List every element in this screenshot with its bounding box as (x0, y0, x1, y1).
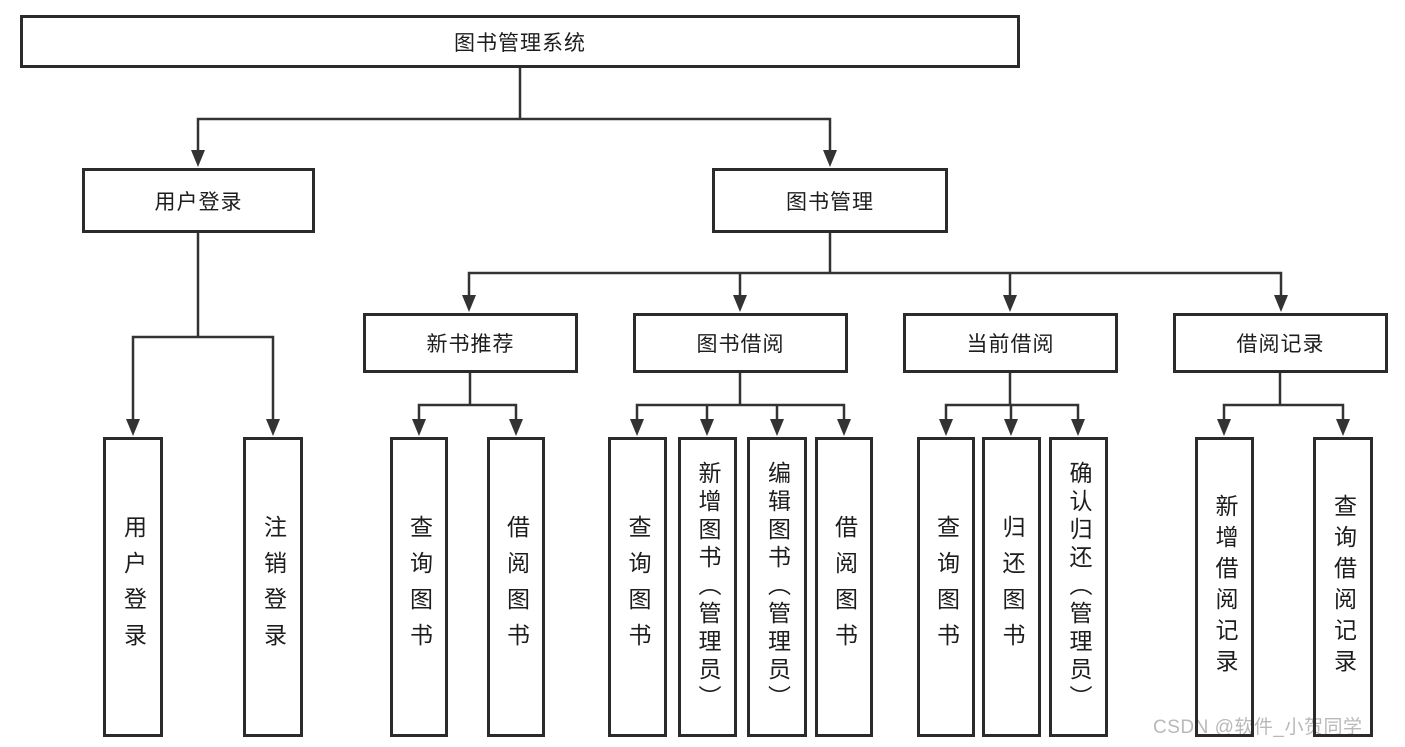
connector-borrow-to-leaves (635, 373, 846, 421)
leaf-current-confirm-return-label: 确认归还（管理员） (1066, 461, 1092, 713)
leaf-borrow-borrow-book: 借阅图书 (815, 437, 873, 737)
leaf-borrow-borrow-book-label: 借阅图书 (831, 515, 858, 659)
connector-current-to-leaves (944, 373, 1080, 421)
node-new-book-recommend: 新书推荐 (363, 313, 578, 373)
connector-newbook-to-leaves (417, 373, 518, 421)
leaf-borrow-edit-book: 编辑图书（管理员） (747, 437, 807, 737)
node-current-borrow: 当前借阅 (903, 313, 1118, 373)
node-book-management: 图书管理 (712, 168, 948, 233)
leaf-user-login: 用户登录 (103, 437, 163, 737)
leaf-records-add: 新增借阅记录 (1195, 437, 1254, 737)
arrowheads (126, 150, 1350, 436)
node-book-borrow: 图书借阅 (633, 313, 848, 373)
connector-records-to-leaves (1222, 373, 1345, 421)
node-user-login-label: 用户登录 (154, 190, 243, 214)
leaf-records-query: 查询借阅记录 (1313, 437, 1373, 737)
node-current-borrow-label: 当前借阅 (966, 333, 1055, 356)
leaf-logout: 注销登录 (243, 437, 303, 737)
leaf-user-login-label: 用户登录 (120, 515, 147, 659)
leaf-current-return-label: 归还图书 (999, 515, 1025, 659)
leaf-newbook-borrow: 借阅图书 (487, 437, 545, 737)
node-new-book-recommend-label: 新书推荐 (426, 333, 515, 356)
csdn-watermark: CSDN @软件_小贺同学 (1153, 717, 1363, 738)
node-book-borrow-label: 图书借阅 (696, 333, 785, 356)
leaf-records-query-label: 查询借阅记录 (1330, 494, 1357, 680)
leaf-newbook-query-label: 查询图书 (406, 515, 433, 659)
node-root-label: 图书管理系统 (454, 31, 586, 55)
leaf-borrow-query-label: 查询图书 (625, 515, 651, 659)
node-borrow-records: 借阅记录 (1173, 313, 1388, 373)
leaf-borrow-query: 查询图书 (608, 437, 667, 737)
connector-root-to-level2 (196, 68, 832, 152)
leaf-logout-label: 注销登录 (260, 515, 287, 659)
node-user-login: 用户登录 (82, 168, 315, 233)
leaf-borrow-add-book-label: 新增图书（管理员） (695, 461, 721, 713)
node-root: 图书管理系统 (20, 15, 1020, 68)
leaf-current-query: 查询图书 (917, 437, 975, 737)
leaf-current-return: 归还图书 (982, 437, 1041, 737)
connector-userlogin-to-leaves (131, 233, 275, 421)
leaf-current-query-label: 查询图书 (933, 515, 960, 659)
leaf-borrow-edit-book-label: 编辑图书（管理员） (764, 461, 791, 713)
connector-bookmgmt-to-level3 (467, 233, 1283, 298)
leaf-current-confirm-return: 确认归还（管理员） (1049, 437, 1108, 737)
leaf-borrow-add-book: 新增图书（管理员） (678, 437, 737, 737)
leaf-newbook-query: 查询图书 (390, 437, 448, 737)
node-borrow-records-label: 借阅记录 (1236, 333, 1325, 356)
leaf-newbook-borrow-label: 借阅图书 (503, 515, 530, 659)
node-book-management-label: 图书管理 (786, 190, 874, 214)
leaf-records-add-label: 新增借阅记录 (1212, 494, 1238, 680)
